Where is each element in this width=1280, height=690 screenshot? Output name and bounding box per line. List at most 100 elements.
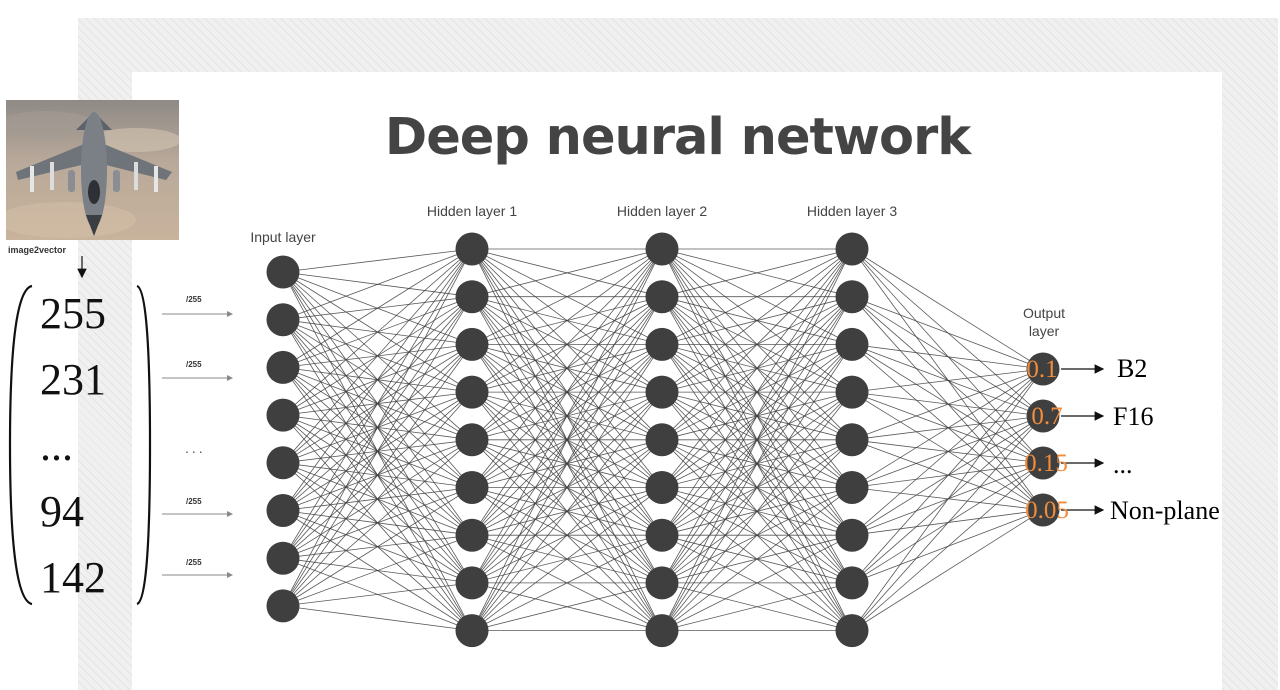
connection-edge [282,248,473,511]
connection-edge [661,487,853,631]
page-title: Deep neural network [384,108,971,167]
connection-edge [282,248,473,607]
connection-edge [851,509,1044,631]
normalize-label: /255 [186,558,202,567]
normalize-label: /255 [186,360,202,369]
input-neuron [266,350,300,384]
hidden-1-neuron [455,375,489,409]
output-probability: 0.15 [1024,450,1068,477]
normalize-label: /255 [186,295,202,304]
hidden-2-neuron [645,423,679,457]
connection-edge [851,296,1044,370]
connection-edge [282,296,473,607]
connection-edge [282,248,473,273]
connection-edge [282,582,473,607]
input-neuron [266,541,300,575]
connection-edge [661,248,853,584]
hidden-1-neuron [455,232,489,266]
hidden-2-neuron [645,614,679,648]
hidden-2-neuron [645,566,679,600]
input-neuron [266,446,300,480]
connection-edge [282,248,473,368]
connection-edge [471,248,663,345]
connection-edge [471,296,663,631]
output-neuron [1026,399,1060,433]
hidden-3-neuron [835,423,869,457]
hidden-3-neuron [835,518,869,552]
connection-edge [661,248,853,298]
input-vector: 255 231 ... 94 142 [0,280,170,610]
normalize-ellipsis: ... [185,440,206,456]
vector-value: 231 [40,355,106,404]
input-neuron [266,398,300,432]
hidden-3-neuron [835,471,869,504]
hidden-1-neuron [455,614,489,648]
connection-edge [282,439,473,607]
output-neuron [1026,446,1060,480]
connection-edge [471,248,663,441]
connection-edge [471,248,663,488]
connection-edge [471,534,663,631]
connection-edge [661,248,853,345]
input-neuron [266,303,300,337]
connection-edge [471,248,663,393]
connection-edge [851,368,1044,536]
hidden-2-neuron [645,232,679,266]
connection-edge [282,391,473,607]
vector-brackets [8,284,152,606]
connection-edge [471,248,663,584]
hidden-1-neuron [455,280,489,314]
connection-edge [282,248,473,321]
connection-edge [661,248,853,393]
connection-edge [471,248,663,536]
connection-edge [661,248,853,441]
output-probability: 0.05 [1025,497,1069,524]
connection-edge [851,248,1044,370]
hidden-1-neuron [455,471,489,504]
output-probability: 0.7 [1031,403,1063,430]
output-class-label: F16 [1113,402,1154,431]
output-class-label: ... [1113,450,1133,479]
connection-edge [471,248,663,298]
connection-edge [851,368,1044,393]
connection-edge [851,415,1044,631]
connection-edge [471,391,663,631]
connection-edge [661,296,853,631]
vector-value: ... [40,421,73,470]
connection-edge [471,439,663,631]
connection-edge [282,487,473,607]
layer-label-hidden-2: Hidden layer 2 [616,203,708,219]
connection-edge [851,368,1044,631]
connection-edge [471,582,663,631]
connection-edge [471,344,663,631]
connection-edge [851,344,1044,370]
hidden-2-neuron [645,518,679,552]
hidden-2-neuron [645,375,679,409]
input-neuron [266,494,300,527]
hidden-2-neuron [645,471,679,504]
input-neuron [266,589,300,623]
layer-label-hidden-3: Hidden layer 3 [806,203,898,219]
hidden-2-neuron [645,327,679,361]
connection-edge [282,534,473,607]
connection-edge [471,487,663,631]
vector-value: 142 [40,553,106,602]
connection-edge [282,248,473,559]
input-neuron [266,255,300,289]
output-neuron [1026,352,1060,386]
hidden-2-neuron [645,280,679,314]
hidden-3-neuron [835,327,869,361]
hidden-3-neuron [835,566,869,600]
connection-edge [661,248,853,631]
connection-edge [851,368,1044,488]
connection-edge [282,344,473,607]
layer-label-hidden-1: Hidden layer 1 [426,203,518,219]
connection-edge [282,605,473,631]
output-class-label: Non-plane [1110,496,1220,525]
output-neuron [1026,493,1060,527]
connection-edge [282,248,473,416]
hidden-3-neuron [835,280,869,314]
hidden-3-neuron [835,375,869,409]
normalize-label: /255 [186,497,202,506]
